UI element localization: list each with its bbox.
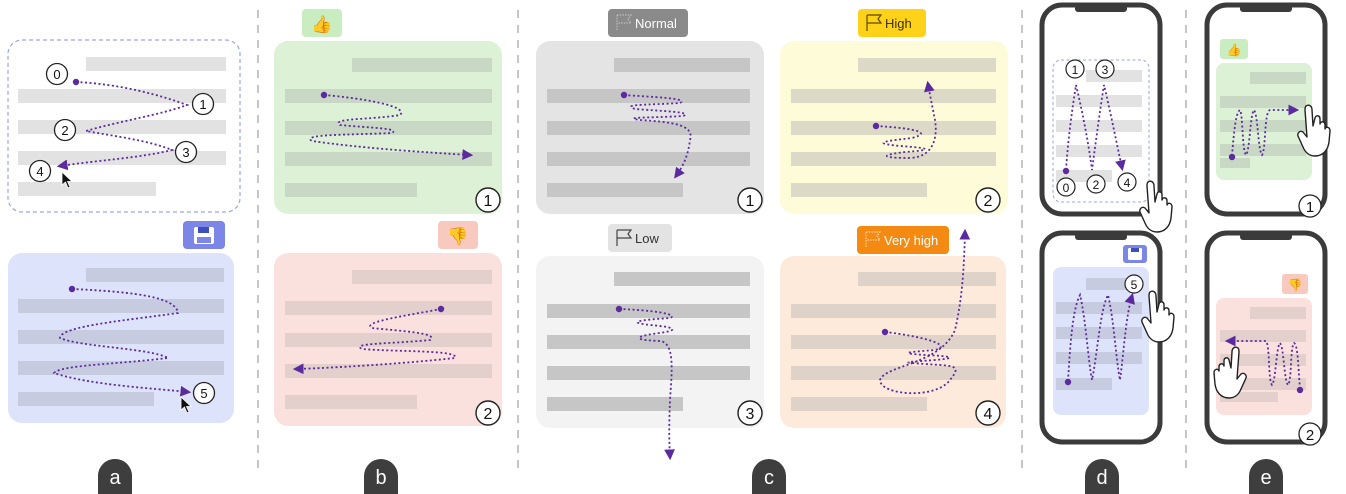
thumbs-down-icon: 👎 xyxy=(438,221,478,249)
scroll-path xyxy=(56,81,190,171)
selection-outline xyxy=(7,39,241,213)
svg-text:1: 1 xyxy=(1072,63,1079,77)
flag-icon xyxy=(616,229,633,246)
step-2: 2 xyxy=(53,118,77,142)
svg-text:👎: 👎 xyxy=(447,227,468,246)
svg-text:2: 2 xyxy=(1093,178,1100,192)
flag-icon xyxy=(866,14,883,31)
scroll-path-high xyxy=(875,80,937,159)
step-markers-mobile: 1 3 0 2 4 xyxy=(1056,59,1137,197)
svg-text:4: 4 xyxy=(36,164,43,179)
svg-text:a: a xyxy=(109,467,121,489)
svg-text:3: 3 xyxy=(182,145,189,160)
panel-c: Normal 1 High 2 xyxy=(536,9,1008,461)
panel-separators xyxy=(257,10,1187,470)
svg-text:d: d xyxy=(1096,467,1107,489)
panel-label-b: b xyxy=(364,459,398,494)
svg-text:High: High xyxy=(885,16,912,31)
step-1: 1 xyxy=(191,92,215,116)
svg-text:5: 5 xyxy=(200,386,207,401)
scroll-path-saved xyxy=(52,288,192,397)
card-number-c2: 2 xyxy=(975,187,1001,213)
scroll-path-normal xyxy=(623,94,692,179)
card-number-c4: 4 xyxy=(975,400,1001,426)
step-4: 4 xyxy=(28,159,52,183)
svg-text:0: 0 xyxy=(1063,181,1070,195)
svg-text:4: 4 xyxy=(1124,176,1131,190)
step-markers: 0 1 2 3 4 xyxy=(28,62,215,183)
card-number-2: 2 xyxy=(475,400,501,426)
flag-icon xyxy=(865,231,882,248)
svg-text:👍: 👍 xyxy=(1227,43,1242,57)
panel-label-a: a xyxy=(98,459,132,494)
scroll-path-liked xyxy=(309,94,474,160)
scroll-path-very-high xyxy=(879,228,971,395)
save-icon-badge xyxy=(183,221,225,249)
card-number-c1: 1 xyxy=(737,187,763,213)
step-3: 3 xyxy=(174,140,198,164)
scroll-path-mobile xyxy=(1065,84,1126,172)
svg-text:2: 2 xyxy=(61,123,68,138)
svg-text:👎: 👎 xyxy=(1288,278,1303,292)
panel-label-d: d xyxy=(1085,459,1119,494)
svg-text:👍: 👍 xyxy=(311,14,332,34)
panel-labels: a b c d e xyxy=(98,459,1283,494)
thumbs-down-icon: 👎 xyxy=(1282,274,1308,294)
svg-text:2: 2 xyxy=(484,406,493,423)
svg-text:Very high: Very high xyxy=(884,233,938,248)
svg-text:c: c xyxy=(764,467,774,489)
flag-low: Low xyxy=(608,224,672,252)
panel-e: 👍 1 👎 2 xyxy=(1204,2,1331,446)
svg-text:Normal: Normal xyxy=(635,16,677,31)
flag-normal: Normal xyxy=(608,9,688,37)
svg-text:1: 1 xyxy=(746,193,755,210)
phone-notch xyxy=(1075,5,1127,12)
selection-outline xyxy=(1052,59,1150,203)
svg-text:Low: Low xyxy=(635,231,659,246)
card-number-c3: 3 xyxy=(737,400,763,426)
step-0: 0 xyxy=(45,62,69,86)
scroll-path-mobile-saved xyxy=(1067,292,1135,382)
step-5: 5 xyxy=(192,381,216,405)
svg-text:0: 0 xyxy=(53,67,60,82)
svg-text:3: 3 xyxy=(1102,63,1109,77)
path-start-dot xyxy=(72,78,80,86)
panel-b: 👍 1 👎 2 xyxy=(274,9,502,426)
thumbs-up-icon: 👍 xyxy=(302,9,342,37)
floppy-disk-icon xyxy=(1123,245,1147,263)
panel-a: 0 1 2 3 4 5 xyxy=(7,39,241,423)
flag-icon xyxy=(616,14,633,31)
svg-text:1: 1 xyxy=(484,193,493,210)
scroll-path-mobile-liked xyxy=(1231,104,1300,157)
scroll-path-mobile-disliked xyxy=(1224,335,1301,390)
scroll-path-disliked xyxy=(292,308,456,375)
panel-label-c: c xyxy=(752,459,786,494)
svg-text:3: 3 xyxy=(746,406,755,423)
thumbs-up-icon: 👍 xyxy=(1220,39,1248,59)
svg-text:2: 2 xyxy=(1306,427,1314,444)
panel-d: 1 3 0 2 4 5 xyxy=(1039,2,1175,445)
panel-label-e: e xyxy=(1249,459,1283,494)
svg-text:1: 1 xyxy=(1306,199,1314,216)
svg-text:b: b xyxy=(375,467,386,489)
flag-high: High xyxy=(858,9,926,37)
svg-text:5: 5 xyxy=(1131,278,1138,292)
svg-text:1: 1 xyxy=(199,97,206,112)
flag-very-high: Very high xyxy=(857,226,949,254)
svg-text:2: 2 xyxy=(984,193,993,210)
svg-text:4: 4 xyxy=(984,406,993,423)
svg-text:e: e xyxy=(1260,467,1271,489)
card-number-1: 1 xyxy=(475,187,501,213)
